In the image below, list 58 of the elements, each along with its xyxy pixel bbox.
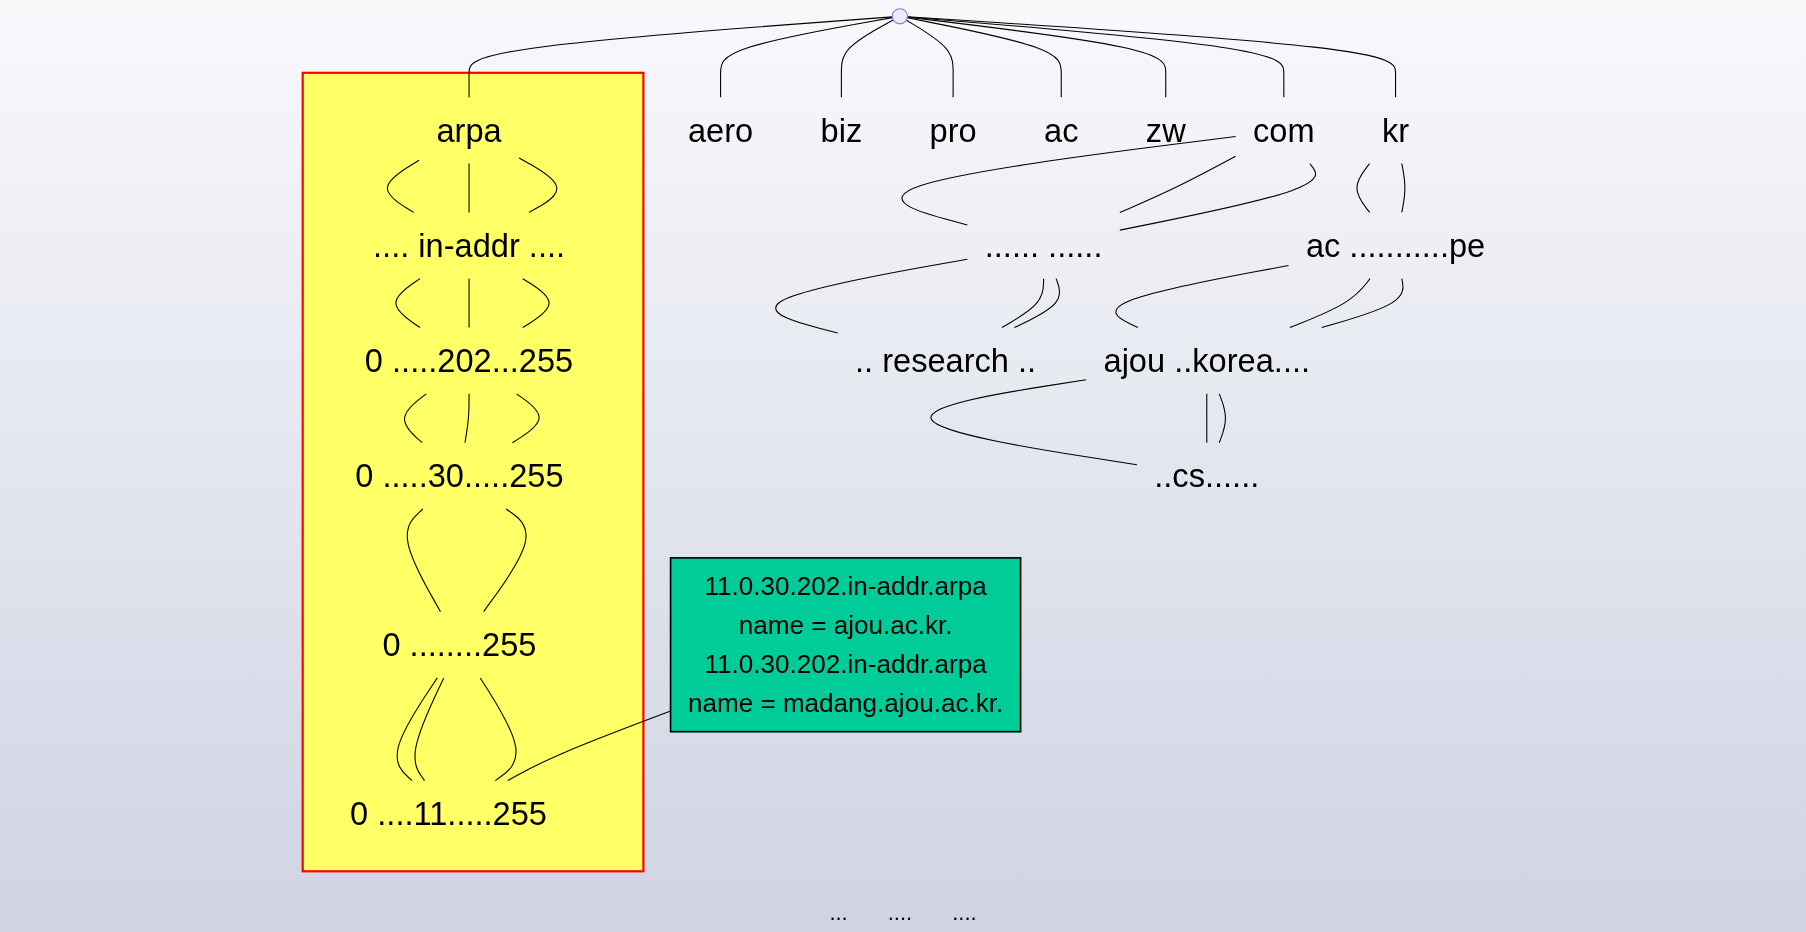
connector bbox=[720, 17, 894, 98]
node-text: arpa bbox=[436, 112, 503, 149]
connector bbox=[1119, 155, 1237, 214]
connector bbox=[1001, 278, 1045, 329]
connector bbox=[901, 135, 1237, 226]
connector bbox=[906, 19, 955, 98]
cluster bbox=[301, 71, 645, 873]
connector bbox=[1321, 278, 1404, 329]
connector bbox=[1401, 162, 1406, 213]
connector bbox=[1219, 393, 1227, 444]
connector bbox=[480, 677, 517, 782]
connector bbox=[483, 508, 527, 613]
connector bbox=[907, 16, 1397, 98]
connector bbox=[907, 16, 1167, 98]
connector bbox=[841, 19, 895, 98]
ellipsis-label: .... bbox=[887, 900, 913, 925]
node-text: pro bbox=[929, 112, 978, 149]
connector bbox=[1289, 278, 1371, 329]
node-text: 0 .....30.....255 bbox=[355, 457, 564, 494]
connector bbox=[1115, 264, 1290, 329]
connector bbox=[1206, 393, 1208, 444]
node-box: 11.0.30.202.in-addr.arpa name = ajou.ac.kr. 11.0.30.202.in-addr.arpa name = madang.ajou.ac.kr. bbox=[670, 557, 1022, 733]
node-text: zw bbox=[1146, 112, 1187, 149]
node-text: .... in-addr .... bbox=[373, 227, 566, 264]
connector bbox=[407, 508, 442, 613]
connector bbox=[404, 393, 428, 444]
connector bbox=[907, 17, 1063, 98]
connector bbox=[518, 157, 558, 213]
connector bbox=[1014, 278, 1061, 329]
node-text: 0 ....11.....255 bbox=[350, 795, 548, 832]
node-text: aero bbox=[688, 112, 754, 149]
connector bbox=[396, 677, 439, 782]
node-text: .. research .. bbox=[855, 342, 1037, 379]
connector bbox=[414, 677, 445, 782]
node-text: ..cs...... bbox=[1154, 457, 1260, 494]
node-text: com bbox=[1253, 112, 1315, 149]
connector bbox=[907, 16, 1285, 98]
connector bbox=[395, 278, 421, 329]
node-text: 0 .....202...255 bbox=[365, 342, 574, 379]
node-text: ajou ..korea.... bbox=[1103, 342, 1311, 379]
connector bbox=[468, 16, 894, 98]
ellipsis-label: .... bbox=[952, 900, 977, 925]
connector bbox=[387, 159, 420, 213]
connector bbox=[1356, 162, 1371, 213]
node-text: 0 ........255 bbox=[382, 626, 537, 663]
connector bbox=[522, 278, 550, 329]
node-text: biz bbox=[820, 112, 863, 149]
connector bbox=[1119, 162, 1317, 231]
connector bbox=[512, 393, 540, 444]
node-text: ...... ...... bbox=[985, 227, 1103, 264]
connector bbox=[931, 379, 1138, 466]
node-point bbox=[892, 8, 909, 25]
node-text: kr bbox=[1382, 112, 1410, 149]
connector bbox=[464, 393, 470, 444]
node-text: ac ...........pe bbox=[1306, 227, 1486, 264]
connector bbox=[775, 258, 969, 334]
ellipsis-label: ... bbox=[829, 900, 848, 925]
node-text: ac bbox=[1044, 112, 1079, 149]
